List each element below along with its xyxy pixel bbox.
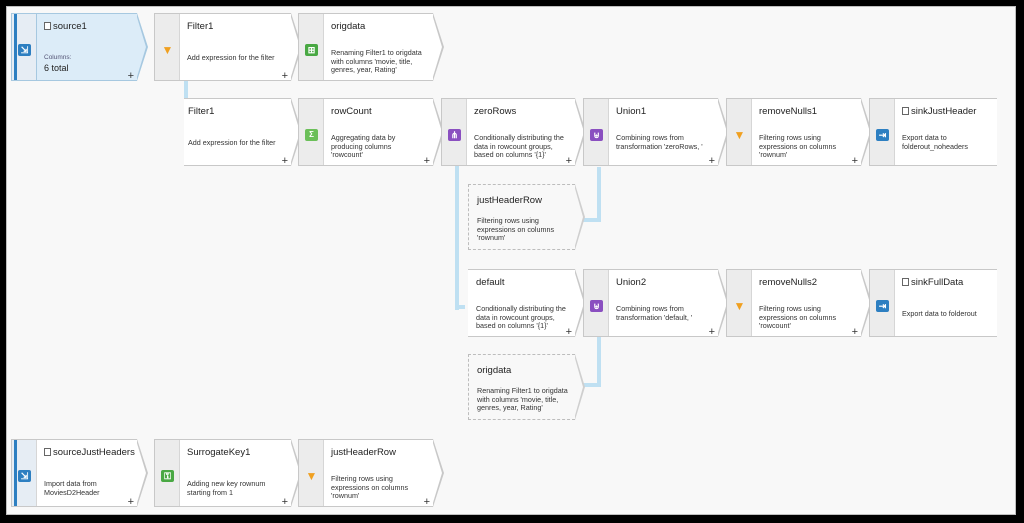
node-description: Renaming Filter1 to origdata with column… (331, 49, 422, 75)
add-transformation-button[interactable]: + (708, 155, 715, 167)
node-title: sinkFullData (911, 277, 964, 288)
add-transformation-button[interactable]: + (851, 326, 858, 338)
node-removenulls1[interactable]: ▼ removeNulls1 Filtering rows using expr… (726, 98, 872, 167)
node-description: Add expression for the filter (188, 139, 276, 147)
node-title: origdata (477, 365, 512, 376)
node-description: Export data to folderout (902, 310, 977, 318)
filter-icon: ▼ (161, 43, 174, 57)
node-title: sinkJustHeader (911, 106, 977, 117)
ghost-origdata[interactable]: origdata Renaming Filter1 to origdata wi… (468, 354, 585, 420)
union1-connector-h (575, 218, 601, 222)
node-title: removeNulls1 (759, 106, 818, 117)
node-union2[interactable]: ⊎ Union2 Combining rows from transformat… (583, 269, 729, 338)
add-transformation-button[interactable]: + (423, 155, 430, 167)
source-icon: ⇲ (18, 44, 31, 56)
split-connector-h (455, 305, 465, 309)
add-transformation-button[interactable]: + (127, 496, 134, 508)
node-union1[interactable]: ⊎ Union1 Combining rows from transformat… (583, 98, 729, 167)
add-transformation-button[interactable]: + (281, 496, 288, 508)
node-title: justHeaderRow (477, 195, 542, 206)
node-description: Combining rows from transformation 'defa… (616, 305, 693, 322)
columns-count: 6 total (44, 63, 69, 73)
node-justheaderrow[interactable]: ▼ justHeaderRow Filtering rows using exp… (298, 439, 444, 508)
node-source1[interactable]: ⇲ source1 Columns: 6 total + (11, 13, 148, 82)
node-title: sourceJustHeaders (53, 447, 135, 458)
node-description: Aggregating data by producing columns 'r… (331, 134, 396, 160)
add-transformation-button[interactable]: + (423, 496, 430, 508)
add-transformation-button[interactable]: + (565, 155, 572, 167)
ghost-justheaderrow[interactable]: justHeaderRow Filtering rows using expre… (468, 184, 585, 250)
source-icon: ⇲ (18, 470, 31, 482)
node-title: Filter1 (188, 106, 215, 117)
node-sourcejustheaders[interactable]: ⇲ sourceJustHeaders Import data from Mov… (11, 439, 148, 508)
node-origdata[interactable]: ⊞ origdata Renaming Filter1 to origdata … (298, 13, 444, 81)
node-filter1[interactable]: ▼ Filter1 Add expression for the filter … (154, 13, 302, 82)
node-title: removeNulls2 (759, 277, 818, 288)
add-transformation-button[interactable]: + (127, 70, 134, 82)
document-icon (44, 448, 51, 456)
filter-icon: ▼ (733, 299, 746, 313)
node-zerorows[interactable]: ⋔ zeroRows Conditionally distributing th… (441, 98, 586, 167)
add-transformation-button[interactable]: + (281, 70, 288, 82)
branch-connector (184, 77, 188, 107)
node-title: source1 (53, 21, 87, 32)
node-title: origdata (331, 21, 366, 32)
node-description: Filtering rows using expressions on colu… (331, 475, 409, 501)
sink-icon: ⇥ (876, 300, 889, 312)
add-transformation-button[interactable]: + (281, 155, 288, 167)
node-title: Union1 (616, 106, 647, 117)
node-rowcount[interactable]: Σ rowCount Aggregating data by producing… (298, 98, 444, 167)
filter-icon: ▼ (733, 128, 746, 142)
node-removenulls2[interactable]: ▼ removeNulls2 Filtering rows using expr… (726, 269, 872, 338)
union2-connector (597, 337, 601, 387)
node-title: justHeaderRow (331, 447, 396, 458)
filter-icon: ▼ (305, 469, 318, 483)
node-title: Union2 (616, 277, 647, 288)
node-description: Filtering rows using expressions on colu… (759, 305, 837, 331)
node-description: Filtering rows using expressions on colu… (759, 134, 837, 160)
document-icon (44, 22, 51, 30)
union-icon: ⊎ (590, 129, 603, 141)
sink-icon: ⇥ (876, 129, 889, 141)
node-surrogatekey1[interactable]: ⚿ SurrogateKey1 Adding new key rownum st… (154, 439, 302, 508)
union1-connector (597, 167, 601, 222)
node-description: Combining rows from transformation 'zero… (616, 134, 703, 151)
node-sinkfulldata[interactable]: ⇥ sinkFullData Export data to folderout (869, 269, 997, 337)
node-title: default (476, 277, 505, 288)
dataflow-canvas[interactable]: ⇲ source1 Columns: 6 total + ▼ Filter1 A… (6, 6, 1016, 515)
split-icon: ⋔ (448, 129, 461, 141)
columns-label: Columns: (44, 54, 72, 61)
split-connector (455, 162, 459, 310)
node-sinkjustheader[interactable]: ⇥ sinkJustHeader Export data to folderou… (869, 98, 997, 166)
key-icon: ⚿ (161, 470, 174, 482)
select-icon: ⊞ (305, 44, 318, 56)
node-description: Renaming Filter1 to origdata with column… (477, 387, 568, 413)
node-title: Filter1 (187, 21, 214, 32)
union-icon: ⊎ (590, 300, 603, 312)
node-description: Conditionally distributing the data in r… (474, 134, 564, 160)
add-transformation-button[interactable]: + (851, 155, 858, 167)
node-title: zeroRows (474, 106, 517, 117)
node-description: Export data to folderout_noheaders (902, 134, 968, 151)
document-icon (902, 107, 909, 115)
node-description: Adding new key rownum starting from 1 (187, 480, 266, 497)
aggregate-icon: Σ (305, 129, 318, 141)
node-description: Conditionally distributing the data in r… (476, 305, 566, 331)
node-description: Import data from MoviesD2Header (44, 480, 100, 497)
node-description: Add expression for the filter (187, 54, 275, 62)
node-title: SurrogateKey1 (187, 447, 251, 458)
add-transformation-button[interactable]: + (708, 326, 715, 338)
node-title: rowCount (331, 106, 372, 117)
node-description: Filtering rows using expressions on colu… (477, 217, 555, 243)
document-icon (902, 278, 909, 286)
node-default[interactable]: default Conditionally distributing the d… (468, 269, 586, 338)
add-transformation-button[interactable]: + (565, 326, 572, 338)
union2-connector-h (575, 383, 601, 387)
node-filter1-branch[interactable]: Filter1 Add expression for the filter + (184, 98, 302, 167)
